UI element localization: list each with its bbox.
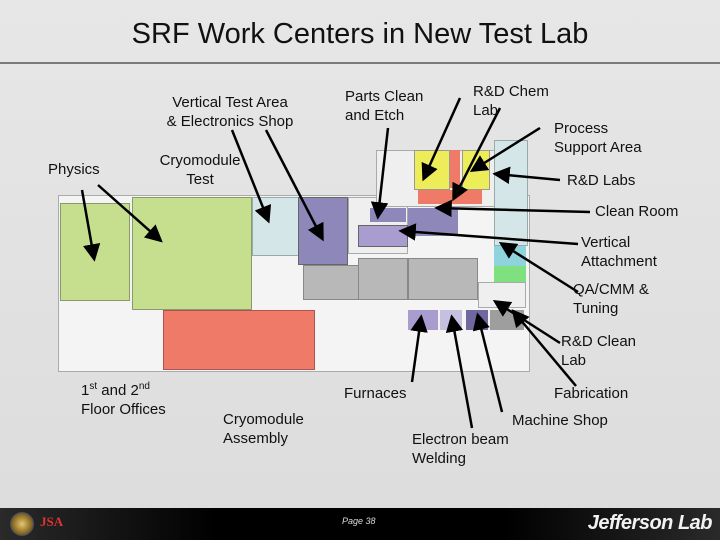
floor-nd-suffix: nd bbox=[138, 381, 150, 392]
page-title: SRF Work Centers in New Test Lab bbox=[131, 18, 589, 50]
arrow-furnaces bbox=[410, 314, 428, 383]
jsa-logo: JSA bbox=[40, 514, 64, 529]
footer-bar bbox=[0, 508, 720, 540]
doe-seal-icon bbox=[10, 512, 34, 536]
page-number: Page 38 bbox=[342, 516, 376, 526]
arrow-rd-chem-a bbox=[421, 97, 462, 182]
arrow-vertical-test bbox=[230, 129, 272, 224]
arrow-machine-shop bbox=[472, 312, 504, 413]
arrow-process-support bbox=[469, 126, 541, 172]
arrow-rd-chem-b bbox=[452, 107, 502, 202]
arrow-rd-labs bbox=[492, 166, 561, 184]
label-clean-room: Clean Room bbox=[595, 203, 679, 220]
floor-offices-block bbox=[163, 310, 315, 370]
label-electron-beam-welding: Electron beam Welding bbox=[412, 431, 509, 467]
rd-chem-red-strip bbox=[450, 150, 460, 188]
process-support-area bbox=[494, 140, 528, 246]
arrow-clean-room bbox=[434, 199, 591, 218]
label-cryomodule-test: Cryomodule Test bbox=[159, 152, 241, 188]
label-qa-cmm: QA/CMM & Tuning bbox=[573, 281, 649, 317]
label-process-support: Process Support Area bbox=[554, 120, 642, 156]
floor-first: 1 bbox=[81, 382, 90, 399]
grey-bay-3 bbox=[408, 258, 478, 300]
green-room bbox=[494, 266, 526, 282]
label-physics: Physics bbox=[48, 161, 100, 178]
label-fabrication: Fabrication bbox=[554, 385, 629, 402]
floor-st-suffix: st bbox=[89, 381, 98, 392]
arrow-fabrication bbox=[511, 309, 577, 387]
label-rd-chem-lab: R&D Chem Lab bbox=[473, 83, 549, 119]
title-divider bbox=[0, 62, 720, 64]
grey-bay-1 bbox=[303, 265, 360, 300]
label-floor-offices: 1st and 2nd Floor Offices bbox=[81, 377, 166, 419]
arrow-physics-a bbox=[80, 189, 101, 262]
grey-bay-2 bbox=[358, 258, 408, 300]
label-rd-labs: R&D Labs bbox=[567, 172, 636, 189]
arrow-physics-b bbox=[97, 184, 163, 243]
arrow-parts-clean bbox=[370, 127, 390, 220]
label-rd-clean-lab: R&D Clean Lab bbox=[561, 333, 637, 369]
label-cryomodule-assembly: Cryomodule Assembly bbox=[223, 411, 304, 447]
cryomodule-test-area bbox=[132, 197, 252, 310]
arrow-electronics bbox=[264, 129, 324, 242]
jefferson-lab-logo: Jefferson Lab bbox=[587, 512, 713, 534]
label-vertical-test-area: Vertical Test Area & Electronics Shop bbox=[166, 94, 294, 130]
floor-and-second: and 2 bbox=[97, 382, 139, 399]
label-parts-clean: Parts Clean and Etch bbox=[345, 88, 424, 124]
arrow-vertical-attachment bbox=[398, 223, 579, 246]
label-machine-shop: Machine Shop bbox=[512, 412, 608, 429]
label-vertical-attachment: Vertical Attachment bbox=[581, 234, 657, 270]
arrow-qa-cmm bbox=[498, 241, 579, 294]
arrow-rd-clean-lab bbox=[492, 299, 561, 345]
floor-offices-text: Floor Offices bbox=[81, 401, 166, 418]
label-furnaces: Furnaces bbox=[344, 385, 407, 402]
arrow-ebw bbox=[445, 314, 474, 429]
